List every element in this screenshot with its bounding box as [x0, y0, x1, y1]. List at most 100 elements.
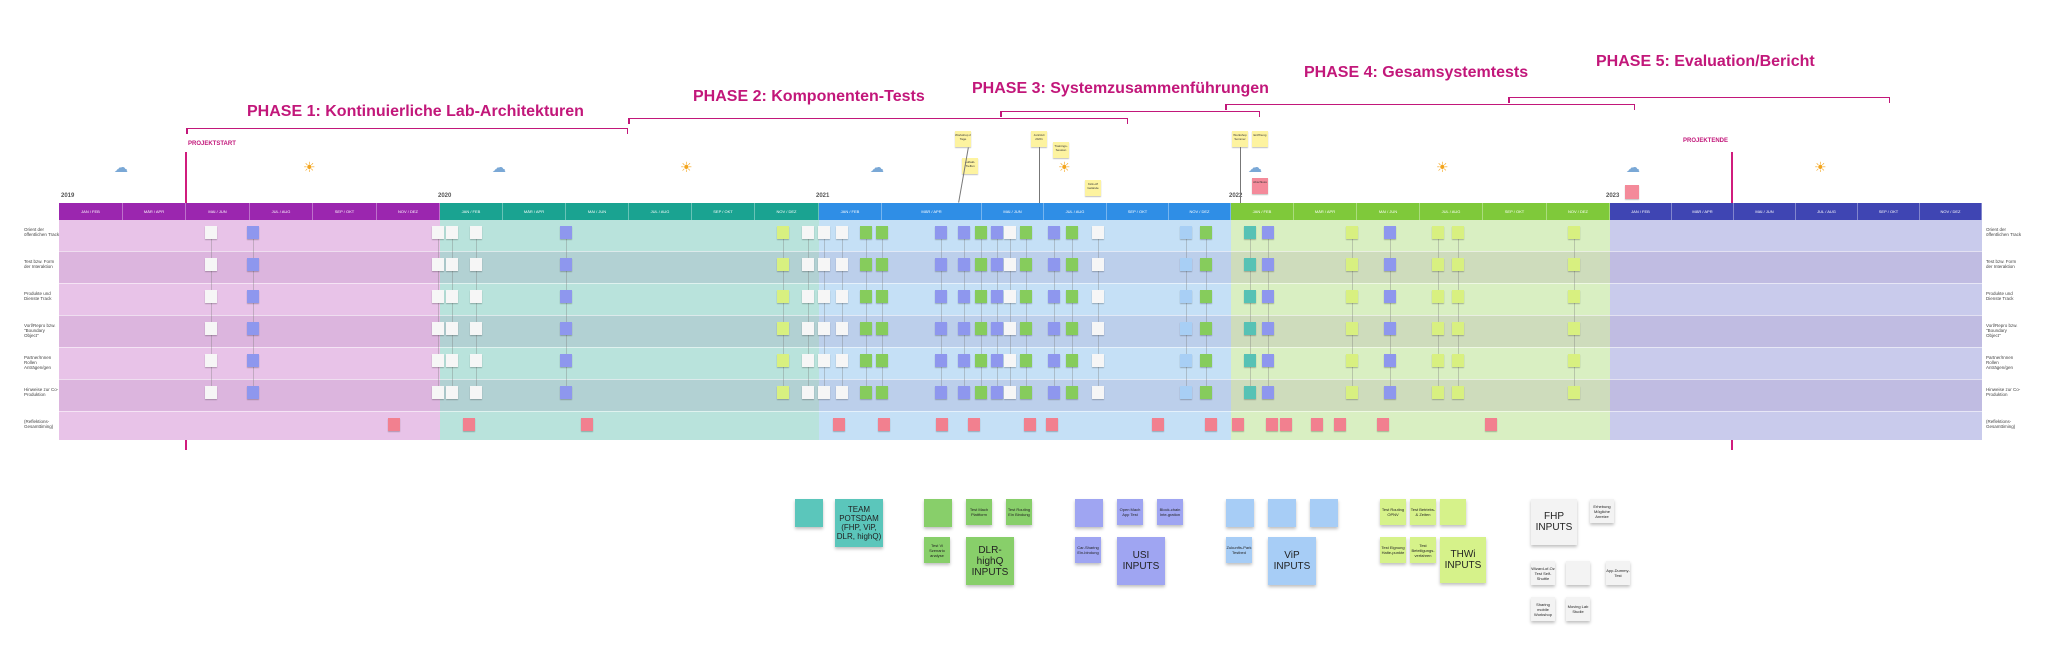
activity-note [247, 386, 259, 399]
activity-note [1432, 354, 1444, 367]
activity-connector [452, 239, 453, 386]
activity-note [876, 322, 888, 335]
month-header: MÄR / APR [123, 203, 186, 220]
activity-note [1262, 226, 1274, 239]
cloud-icon: ☁ [870, 159, 884, 175]
reflection-note [833, 418, 845, 431]
activity-note [1200, 226, 1212, 239]
legend-swatch-blue [1075, 499, 1103, 527]
legend-fhp-small: Sharing mobile Workshop [1531, 597, 1555, 621]
activity-note [1048, 386, 1060, 399]
year-label: 2020 [438, 193, 452, 199]
cloud-icon: ☁ [492, 159, 506, 175]
activity-note [876, 226, 888, 239]
year-2019-band [59, 203, 440, 440]
phase-4-bracket [1225, 104, 1635, 111]
month-header: MÄR / APR [882, 203, 982, 220]
activity-note [975, 322, 987, 335]
month-header: JUL / AUG [250, 203, 313, 220]
month-header: SEP / OKT [1858, 203, 1920, 220]
activity-connector [882, 239, 883, 386]
phase-5-bracket [1508, 97, 1890, 104]
activity-note [991, 354, 1003, 367]
activity-note [470, 386, 482, 399]
row-label: Produkte und Dienste Track [24, 291, 52, 301]
activity-note [1020, 354, 1032, 367]
activity-note [1004, 386, 1016, 399]
activity-connector [1072, 239, 1073, 386]
activity-note [560, 258, 572, 271]
callout-connector [1240, 147, 1241, 203]
activity-note [1020, 322, 1032, 335]
callout-note: Abschluss [1252, 178, 1268, 194]
legend-swatch-lightblue [1226, 499, 1254, 527]
cloud-icon: ☁ [1626, 159, 1640, 175]
activity-note [1452, 354, 1464, 367]
activity-note [432, 226, 444, 239]
activity-note [836, 322, 848, 335]
activity-note [1568, 386, 1580, 399]
activity-note [876, 290, 888, 303]
month-header: NOV / DEZ [377, 203, 440, 220]
year-label: 2023 [1606, 193, 1620, 199]
reflection-note [1266, 418, 1278, 431]
activity-note [836, 258, 848, 271]
legend-swatch-teal [795, 499, 823, 527]
callout-connector [1039, 147, 1040, 203]
activity-note [205, 322, 217, 335]
activity-note [802, 322, 814, 335]
legend-usi-inputs: USI INPUTS [1117, 537, 1165, 585]
activity-note [1020, 290, 1032, 303]
callout-note: Juni/Juli 20/21 [1031, 131, 1047, 147]
activity-note [1066, 354, 1078, 367]
reflection-note [1205, 418, 1217, 431]
activity-note [1384, 258, 1396, 271]
activity-note [1180, 226, 1192, 239]
activity-note [247, 322, 259, 335]
activity-note [1244, 386, 1256, 399]
activity-note [975, 226, 987, 239]
reflection-note [1046, 418, 1058, 431]
activity-note [935, 290, 947, 303]
activity-connector [997, 239, 998, 386]
activity-note [1066, 386, 1078, 399]
callout-note: Workshop 2 Tage [955, 131, 971, 147]
legend-usi-small: Open Mach App Test [1117, 499, 1143, 525]
activity-note [991, 386, 1003, 399]
activity-note [1004, 322, 1016, 335]
activity-note [432, 354, 444, 367]
activity-note [836, 290, 848, 303]
activity-note [470, 322, 482, 335]
activity-note [1004, 354, 1016, 367]
phase-4-title: PHASE 4: Gesamsystemtests [1304, 64, 1529, 81]
activity-connector [1098, 239, 1099, 386]
activity-note [1346, 354, 1358, 367]
legend-thwi-small: Test Betriebs-& Zeiten [1410, 499, 1436, 525]
legend-thwi-inputs: THWi INPUTS [1440, 537, 1486, 583]
activity-note [1048, 322, 1060, 335]
activity-note [446, 354, 458, 367]
activity-note [1092, 290, 1104, 303]
activity-note [935, 322, 947, 335]
legend-usi-small: Block-chain Inte-gration [1157, 499, 1183, 525]
activity-note [836, 226, 848, 239]
legend-swatch-lightblue [1310, 499, 1338, 527]
activity-connector [981, 239, 982, 386]
activity-connector [1438, 239, 1439, 386]
sun-icon: ☀ [1058, 159, 1071, 175]
row-label: Test bzw. Form der Interaktion [1986, 259, 2017, 269]
phase-2-title: PHASE 2: Komponenten-Tests [693, 88, 925, 105]
activity-note [935, 386, 947, 399]
activity-note [446, 386, 458, 399]
activity-note [446, 290, 458, 303]
row-label: (Reflektions-Gesamttiming) [24, 419, 54, 429]
activity-note [1004, 290, 1016, 303]
month-header: SEP / OKT [692, 203, 755, 220]
activity-note [975, 386, 987, 399]
activity-connector [964, 239, 965, 386]
activity-note [860, 258, 872, 271]
activity-note [1020, 386, 1032, 399]
activity-connector [566, 239, 567, 386]
activity-note [247, 258, 259, 271]
activity-note [1092, 322, 1104, 335]
